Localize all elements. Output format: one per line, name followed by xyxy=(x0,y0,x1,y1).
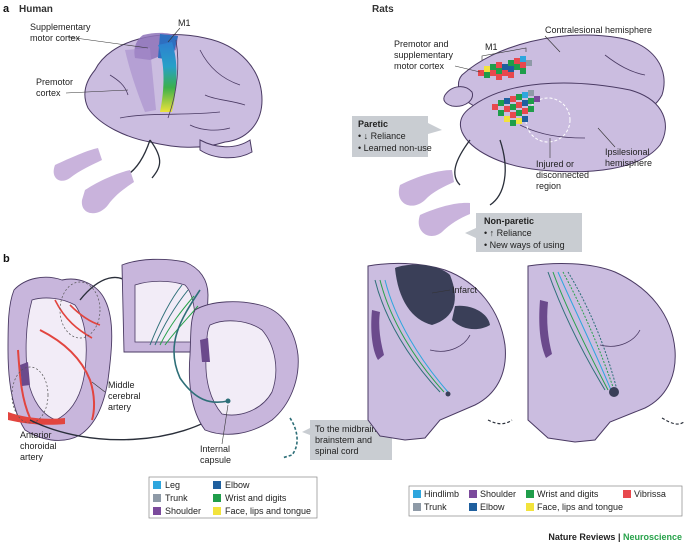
swatch-rat-shoulder xyxy=(469,490,477,498)
swatch-wrist xyxy=(213,494,221,502)
corticospinal-tract xyxy=(173,289,229,403)
infarct-core xyxy=(395,264,455,325)
human-legend: Leg Elbow Trunk Wrist and digits Shoulde… xyxy=(148,476,318,519)
panel-label-a: a xyxy=(3,3,10,15)
m1-strip xyxy=(158,42,177,112)
legend-rat-elbow: Elbow xyxy=(480,502,505,512)
label-premotor-2: cortex xyxy=(36,88,61,98)
label-ic-2: capsule xyxy=(200,455,231,465)
swatch-elbow xyxy=(213,481,221,489)
human-hand-upper xyxy=(53,148,102,181)
heading-human: Human xyxy=(19,4,53,15)
label-mid-2: brainstem and xyxy=(315,435,372,445)
swatch-face xyxy=(213,507,221,515)
footer-journal: Nature Reviews xyxy=(548,532,615,542)
label-rat-m1: M1 xyxy=(485,42,498,52)
label-mid-3: spinal cord xyxy=(315,446,359,456)
paretic-title: Paretic xyxy=(358,119,388,129)
nonparetic-callout: Non-paretic • ↑ Reliance • New ways of u… xyxy=(465,213,582,252)
legend-rat-trunk: Trunk xyxy=(424,502,447,512)
label-rat-premotor-3: motor cortex xyxy=(394,61,445,71)
human-brain xyxy=(84,32,263,159)
swatch-trunk xyxy=(153,494,161,502)
label-aca-3: artery xyxy=(20,452,44,462)
label-infarct: Infarct xyxy=(452,285,478,295)
paretic-item-1: • ↓ Reliance xyxy=(358,131,406,141)
rat-section-recovery xyxy=(527,263,676,443)
swatch-hindlimb xyxy=(413,490,421,498)
rat-hand-lower xyxy=(418,202,470,236)
legend-elbow: Elbow xyxy=(225,480,250,490)
midbrain-callout: To the midbrain, brainstem and spinal co… xyxy=(302,420,392,460)
swatch-rat-elbow xyxy=(469,503,477,511)
swatch-shoulder xyxy=(153,507,161,515)
rat-ipsilesional-map xyxy=(492,90,540,126)
footer-separator: | xyxy=(615,532,623,542)
label-sma-2: motor cortex xyxy=(30,33,81,43)
rat-arrow-2 xyxy=(489,139,506,206)
label-aca-1: Anterior xyxy=(20,430,52,440)
footer-credit: Nature Reviews | Neuroscience xyxy=(548,532,682,542)
label-injured-2: disconnected xyxy=(536,170,589,180)
legend-rat-shoulder: Shoulder xyxy=(480,489,516,499)
coronal-zoom-cortex xyxy=(121,258,209,353)
coronal-section-right xyxy=(188,301,299,435)
label-premotor-1: Premotor xyxy=(36,77,73,87)
swatch-rat-face xyxy=(526,503,534,511)
label-ipsi-2: hemisphere xyxy=(605,158,652,168)
label-ipsi-1: Ipsilesional xyxy=(605,147,650,157)
nonparetic-item-2: • New ways of using xyxy=(484,240,565,250)
label-injured-3: region xyxy=(536,181,561,191)
nonparetic-title: Non-paretic xyxy=(484,216,534,226)
label-contralesional: Contralesional hemisphere xyxy=(545,25,652,35)
rat-contralesional-map xyxy=(478,56,532,80)
label-mid-1: To the midbrain, xyxy=(315,424,379,434)
legend-hindlimb: Hindlimb xyxy=(424,489,459,499)
footer-section: Neuroscience xyxy=(623,532,682,542)
rat-hand-upper xyxy=(398,170,454,206)
label-mca-3: artery xyxy=(108,402,132,412)
label-injured-1: Injured or xyxy=(536,159,574,169)
label-mca-1: Middle xyxy=(108,380,135,390)
label-ic-1: Internal xyxy=(200,444,230,454)
legend-shoulder: Shoulder xyxy=(165,506,201,516)
legend-face: Face, lips and tongue xyxy=(225,506,311,516)
swatch-rat-trunk xyxy=(413,503,421,511)
swatch-vibrissa xyxy=(623,490,631,498)
label-rat-premotor-2: supplementary xyxy=(394,50,454,60)
premotor-region xyxy=(125,48,156,112)
human-hand-lower xyxy=(81,170,134,214)
panel-label-b: b xyxy=(3,253,10,265)
label-human-m1: M1 xyxy=(178,18,191,28)
label-mca-2: cerebral xyxy=(108,391,141,401)
rat-section-infarct xyxy=(367,262,506,441)
coronal-section-large xyxy=(7,276,113,441)
swatch-leg xyxy=(153,481,161,489)
heading-rats: Rats xyxy=(372,4,394,15)
human-arrow-right xyxy=(149,139,161,179)
legend-vibrissa: Vibrissa xyxy=(634,489,666,499)
rat-arrow-1 xyxy=(454,139,471,186)
paretic-callout: Paretic • ↓ Reliance • Learned non-use xyxy=(352,116,442,157)
descending-tract xyxy=(281,417,298,459)
legend-wrist: Wrist and digits xyxy=(225,493,287,503)
paretic-item-2: • Learned non-use xyxy=(358,143,432,153)
label-sma-1: Supplementary xyxy=(30,22,91,32)
nonparetic-item-1: • ↑ Reliance xyxy=(484,228,532,238)
legend-rat-face: Face, lips and tongue xyxy=(537,502,623,512)
label-aca-2: choroidal xyxy=(20,441,57,451)
legend-leg: Leg xyxy=(165,480,180,490)
legend-rat-wrist: Wrist and digits xyxy=(537,489,599,499)
infarct-extension xyxy=(452,305,490,330)
label-rat-premotor-1: Premotor and xyxy=(394,39,449,49)
swatch-rat-wrist xyxy=(526,490,534,498)
rat-legend: Hindlimb Shoulder Wrist and digits Vibri… xyxy=(408,485,683,517)
legend-trunk: Trunk xyxy=(165,493,188,503)
